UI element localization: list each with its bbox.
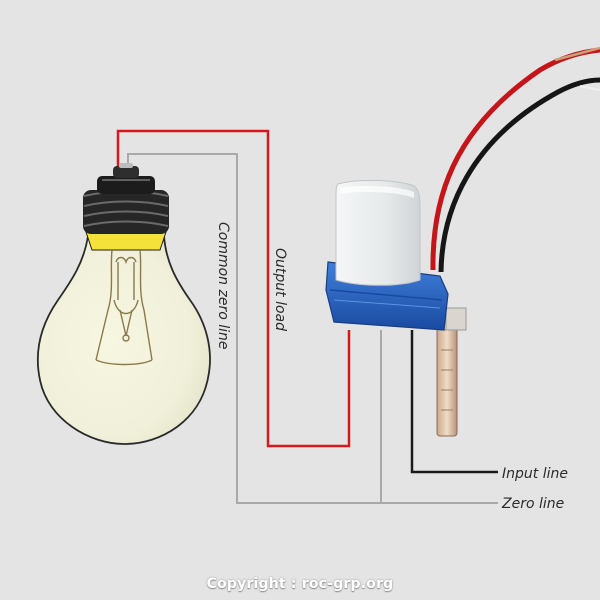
photocell-sensor-icon [325, 179, 467, 437]
bulb-neck [85, 231, 167, 251]
sensor-cap [335, 179, 421, 286]
common-zero-line-label: Common zero line [215, 222, 231, 350]
light-bulb-icon [36, 163, 211, 445]
incoming-cable [430, 46, 600, 273]
input-line-wire [410, 330, 498, 474]
filament-icon [95, 249, 153, 366]
sensor-terminals [436, 307, 467, 437]
common-zero-wire [127, 153, 498, 504]
bulb-screw-base [83, 163, 169, 234]
zero-line-label: Zero line [501, 496, 564, 512]
input-line-label: Input line [502, 466, 568, 482]
copyright-watermark: Copyright : roc-grp.org [206, 576, 394, 592]
output-load-wire [116, 129, 351, 448]
output-load-label: Output load [272, 248, 288, 331]
